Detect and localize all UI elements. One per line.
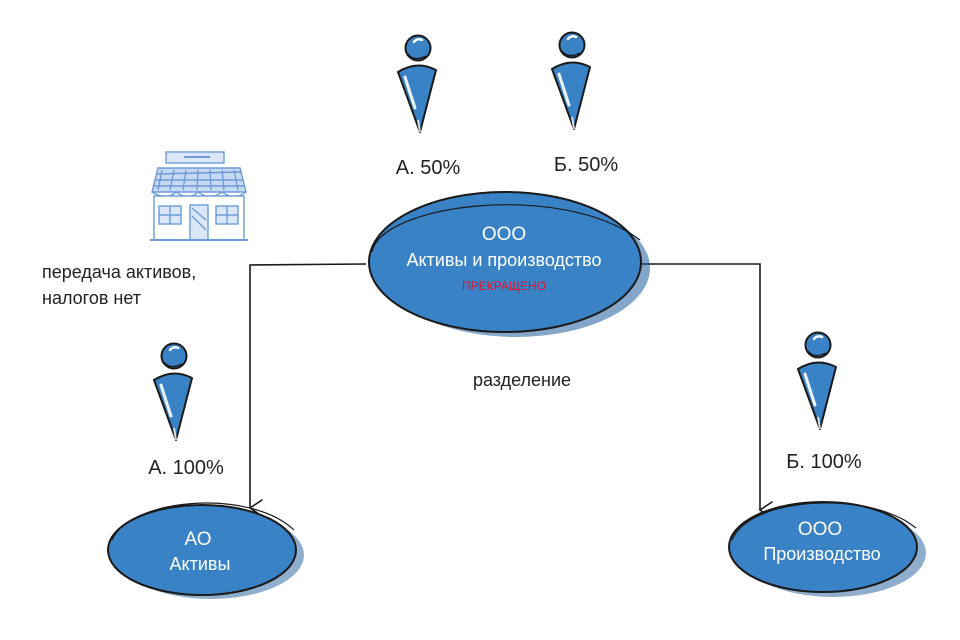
split-label: разделение <box>473 370 571 390</box>
right-connector <box>640 263 773 519</box>
left-connector <box>248 263 367 517</box>
node-left-company: АО Активы <box>107 502 304 599</box>
person-icon <box>796 331 838 431</box>
right-company-name: Производство <box>763 544 880 564</box>
asset-note-line-1: передача активов, <box>42 262 196 282</box>
shop-icon <box>150 151 248 241</box>
person-icon <box>550 31 592 131</box>
owner-a-left: А. 100% <box>148 342 224 479</box>
node-top-company: ООО Активы и производство ПРЕКРАЩЕНО <box>368 191 650 337</box>
asset-note-line-2: налогов нет <box>42 288 141 308</box>
left-company-name: Активы <box>170 554 231 574</box>
left-company-type: АО <box>184 529 211 550</box>
top-company-type: ООО <box>482 224 526 245</box>
owner-a-share-label: А. 50% <box>396 157 461 179</box>
owner-a-top: А. 50% <box>396 34 461 179</box>
owner-b-top: Б. 50% <box>550 31 618 176</box>
owner-b-share-label: Б. 50% <box>554 154 618 176</box>
top-company-status: ПРЕКРАЩЕНО <box>462 279 546 293</box>
node-right-company: ООО Производство <box>728 501 926 597</box>
top-company-name: Активы и производство <box>406 250 601 270</box>
right-owner-share-label: Б. 100% <box>786 451 862 473</box>
owner-b-right: Б. 100% <box>786 331 862 473</box>
split-connectors <box>248 263 773 519</box>
right-company-type: ООО <box>798 519 842 540</box>
person-icon <box>152 342 194 442</box>
person-icon <box>396 34 438 134</box>
left-owner-share-label: А. 100% <box>148 457 224 479</box>
